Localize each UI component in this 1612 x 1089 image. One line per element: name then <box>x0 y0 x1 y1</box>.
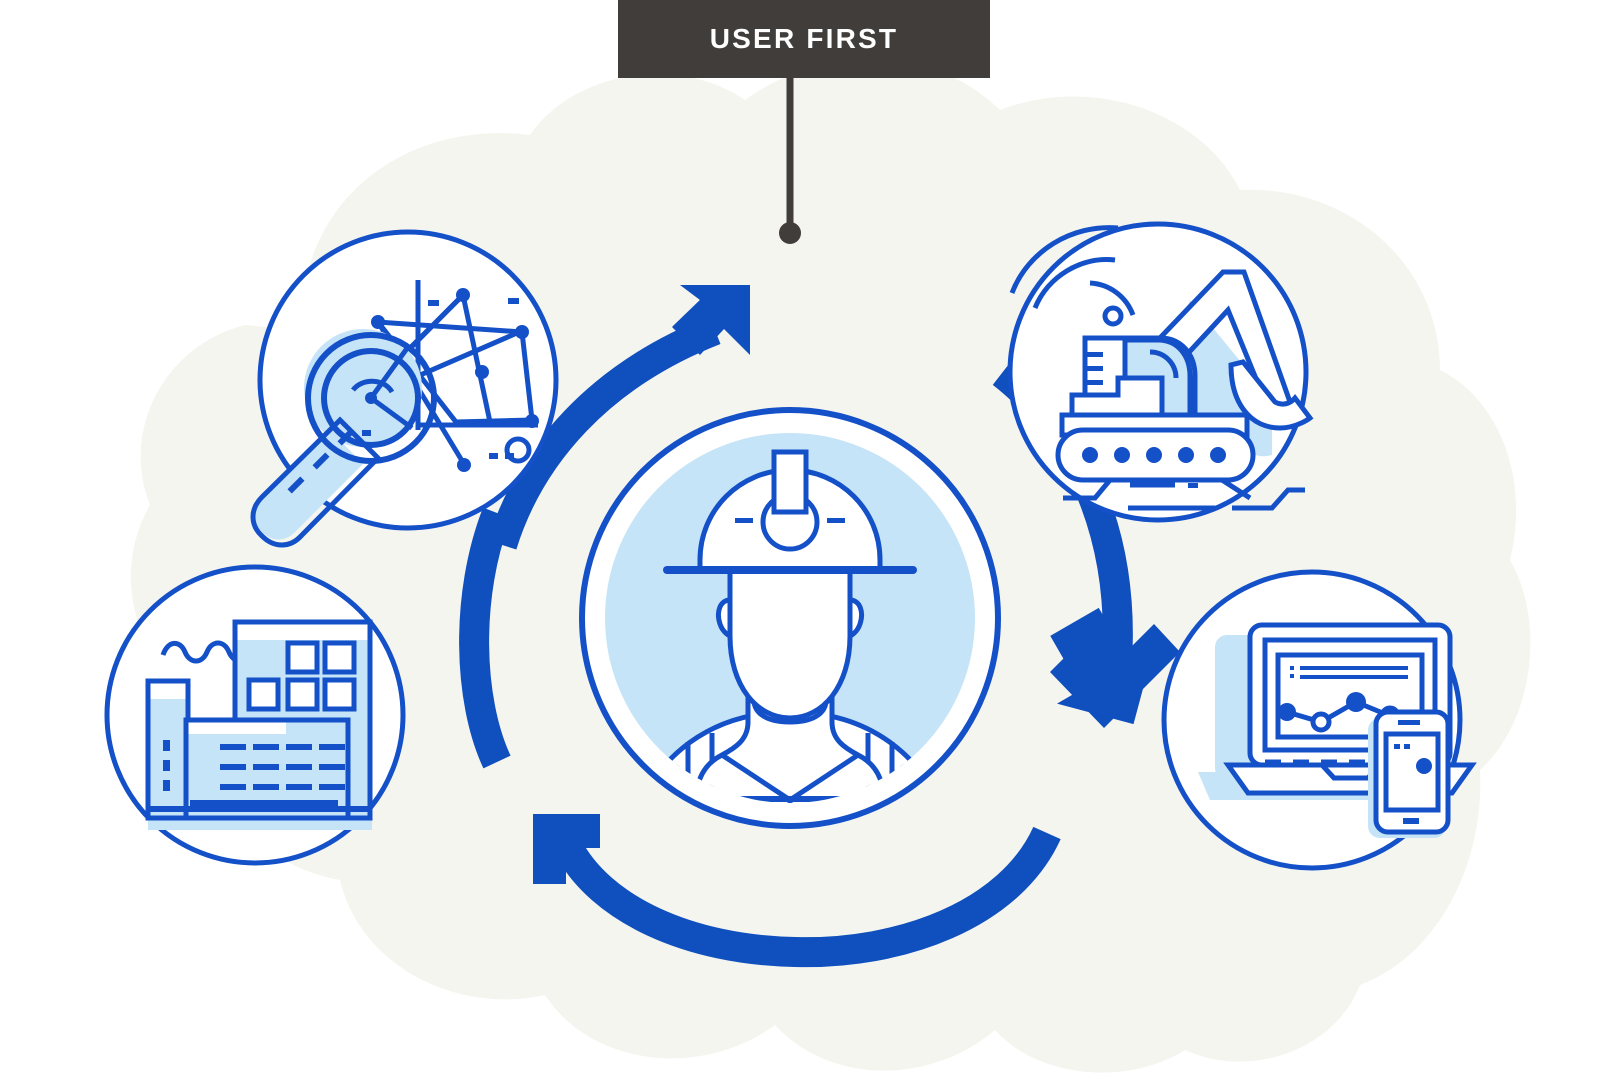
survey-analysis-icon <box>250 280 539 548</box>
callout-connector <box>779 78 801 244</box>
factory-icon <box>145 619 373 830</box>
laptop-phone-icon <box>1198 622 1477 838</box>
callout-label-box[interactable]: USER FIRST <box>618 0 990 78</box>
node-devices[interactable] <box>1161 569 1477 871</box>
node-survey-analysis[interactable] <box>250 229 559 548</box>
center-worker-node[interactable] <box>579 407 1001 862</box>
node-excavator[interactable] <box>1007 221 1314 523</box>
node-facility[interactable] <box>104 564 406 866</box>
arrow-bottom-left <box>533 814 1061 968</box>
callout-label-text: USER FIRST <box>709 23 899 54</box>
arrow-top-right <box>487 285 750 550</box>
excavator-icon <box>1009 225 1314 511</box>
arc-left <box>459 507 512 769</box>
